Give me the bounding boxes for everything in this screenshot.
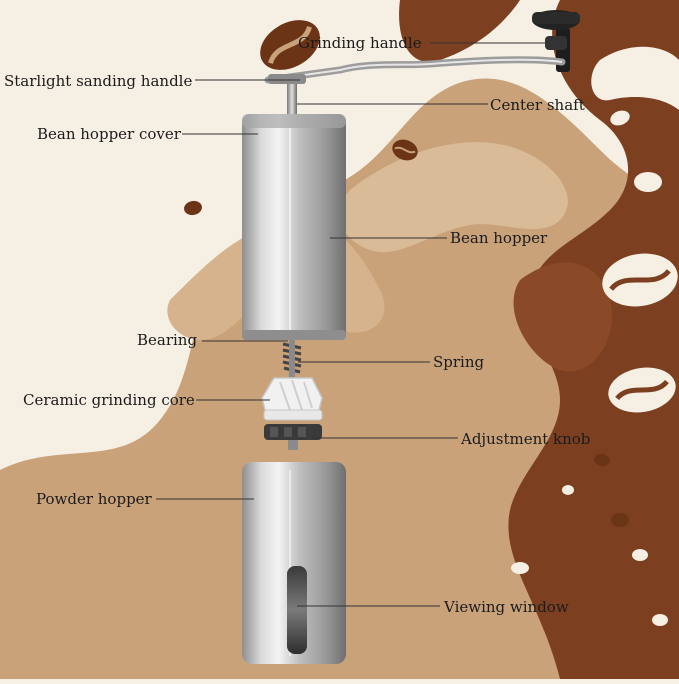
coffee-bean-icon (632, 549, 648, 561)
coffee-bean-icon (184, 200, 202, 216)
label-starlight-sanding-handle: Starlight sanding handle (4, 72, 192, 90)
label-ceramic-grinding-core: Ceramic grinding core (23, 391, 195, 409)
label-center-shaft: Center shaft (490, 96, 585, 114)
spring-shaft (289, 340, 295, 380)
coffee-bean-icon (260, 20, 320, 70)
crank-arm-highlight (267, 58, 563, 81)
label-spring: Spring (433, 353, 485, 371)
cream-drop (562, 485, 574, 495)
starlight-sanding-handle (268, 74, 306, 84)
coffee-bean-icon (611, 513, 629, 527)
bean-hopper (242, 114, 346, 340)
label-bean-hopper-cover: Bean hopper cover (37, 125, 182, 143)
viewing-window (287, 566, 307, 654)
adjustment-knob (264, 424, 322, 450)
coffee-bean-icon (610, 110, 630, 126)
dark-splash-drop (513, 262, 612, 372)
cream-drop (634, 172, 662, 192)
coffee-bean-icon (594, 453, 610, 467)
coffee-bean-icon (608, 367, 676, 413)
cream-drop (511, 562, 529, 574)
ceramic-grinding-core (261, 377, 323, 421)
dark-splash-left (399, 0, 520, 62)
cream-swirl-top (591, 46, 679, 110)
label-bean-hopper: Bean hopper (450, 229, 548, 247)
leader-lines (156, 42, 545, 607)
label-grinding-handle: Grinding handle (298, 34, 422, 52)
center-shaft (287, 84, 297, 116)
light-splash-arc (339, 142, 568, 253)
label-viewing-window: Viewing window (443, 598, 569, 616)
coffee-bean-icon (392, 139, 418, 161)
label-powder-hopper: Powder hopper (36, 490, 153, 508)
coffee-bean-icon (602, 253, 678, 307)
label-bearing: Bearing (137, 331, 197, 349)
label-adjustment-knob: Adjustment knob (460, 430, 590, 448)
cream-drop (652, 614, 668, 626)
